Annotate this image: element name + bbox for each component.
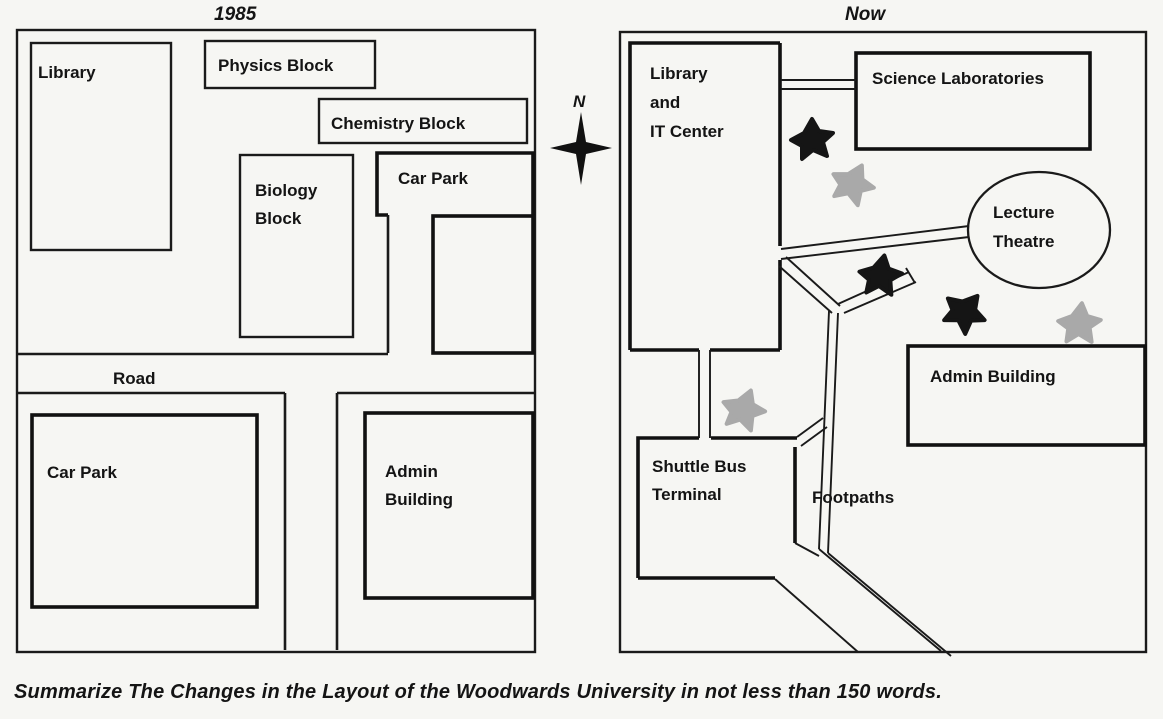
footpaths-label: Footpaths (812, 488, 894, 507)
tree-light-icon (825, 156, 881, 211)
chemistry-block-label: Chemistry Block (331, 114, 466, 133)
biology-block-box (238, 153, 355, 339)
car-park-top-label: Car Park (398, 169, 468, 188)
road-vertical-lines (283, 393, 339, 650)
lecture-theatre-label-line1: Lecture (993, 203, 1054, 222)
map-1985-border (15, 28, 537, 654)
compass: N (550, 92, 612, 185)
admin-1985-label-line1: Admin (385, 462, 438, 481)
task-caption: Summarize The Changes in the Layout of t… (14, 681, 942, 703)
biology-block-label-line2: Block (255, 209, 302, 228)
biology-block-label-line1: Biology (255, 181, 318, 200)
library-1985-label: Library (38, 63, 96, 82)
footpath-library-lecture (780, 225, 970, 260)
car-park-top-box (375, 151, 535, 217)
chemistry-block-box (317, 97, 529, 145)
library-now-label-line1: Library (650, 64, 708, 83)
tree-dark-icon (933, 280, 996, 343)
footpath-diagonal-south (818, 548, 952, 657)
admin-building-1985-box (363, 411, 535, 600)
footpath-endcap (905, 267, 916, 284)
compass-rose-icon (550, 112, 612, 185)
lecture-theatre-label-line2: Theatre (993, 232, 1054, 251)
compass-north-label: N (573, 92, 586, 111)
footpath-vertical (818, 310, 839, 554)
map-now: Now Library and IT Center Science Labora… (618, 4, 1148, 657)
lecture-theatre-circle (966, 170, 1112, 290)
car-park-bottom-box (30, 413, 259, 609)
admin-1985-label-line2: Building (385, 490, 453, 509)
car-park-bottom-label: Car Park (47, 463, 117, 482)
library-now-label-line2: and (650, 93, 680, 112)
physics-block-box (203, 39, 377, 90)
science-laboratories-box (854, 51, 1092, 151)
shuttle-label-line2: Terminal (652, 485, 722, 504)
library-now-label-line3: IT Center (650, 122, 724, 141)
science-laboratories-label: Science Laboratories (872, 69, 1044, 88)
tree-light-icon (714, 380, 773, 438)
shuttle-label-line1: Shuttle Bus (652, 457, 746, 476)
footpath-shuttle-connector (794, 542, 820, 557)
shuttle-bus-terminal-box (636, 436, 797, 580)
tree-light-icon (1053, 298, 1105, 348)
tree-dark-icon (789, 117, 835, 161)
footpath-library-shuttle (698, 350, 711, 438)
map-now-title: Now (845, 4, 886, 25)
footpath-shuttle-corner (774, 578, 859, 653)
admin-building-now-box (906, 344, 1147, 447)
car-park-top-lower-section (431, 214, 535, 355)
footpath-shuttle-junction (796, 417, 828, 447)
footpath-library-junction (778, 256, 841, 314)
footpath-library-science (781, 79, 856, 90)
library-it-center-box (628, 41, 782, 352)
map-1985: 1985 Library Physics Block Chemistry Blo… (15, 4, 537, 654)
road-1985: Road (18, 352, 534, 650)
footpaths-network (698, 79, 970, 657)
library-1985-box (29, 41, 173, 252)
admin-now-label: Admin Building (930, 367, 1056, 386)
physics-block-label: Physics Block (218, 56, 334, 75)
map-1985-title: 1985 (214, 4, 257, 25)
road-label: Road (113, 369, 156, 388)
map-now-border (618, 30, 1148, 654)
